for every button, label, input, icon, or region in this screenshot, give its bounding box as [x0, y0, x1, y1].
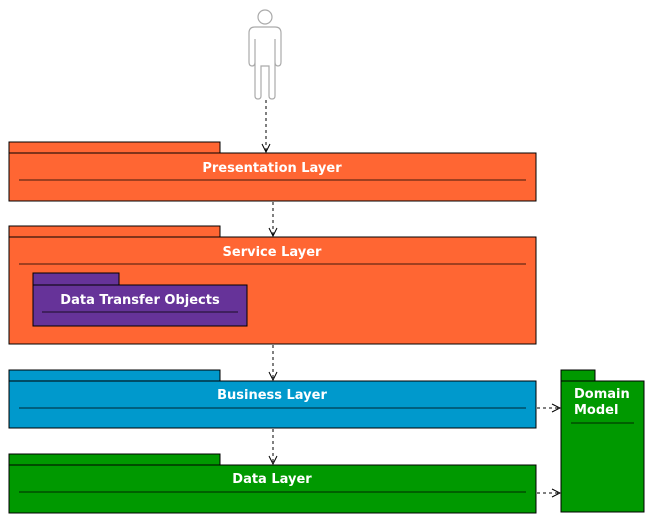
domain-model-label-line1: Domain — [574, 387, 630, 402]
data-layer-label: Data Layer — [232, 472, 312, 487]
service-layer-label: Service Layer — [223, 245, 323, 260]
package-business-layer: Business Layer — [8, 369, 537, 429]
business-layer-label: Business Layer — [217, 388, 327, 403]
dependency-arrows — [266, 100, 560, 493]
dto-label: Data Transfer Objects — [60, 293, 220, 308]
user-actor-icon — [248, 9, 282, 100]
presentation-layer-label: Presentation Layer — [202, 161, 342, 176]
package-presentation-layer: Presentation Layer — [8, 141, 537, 202]
package-data-layer: Data Layer — [8, 453, 537, 514]
package-domain-model: Domain Model — [560, 369, 645, 513]
domain-model-label-line2: Model — [574, 403, 618, 418]
package-data-transfer-objects: Data Transfer Objects — [32, 272, 248, 327]
